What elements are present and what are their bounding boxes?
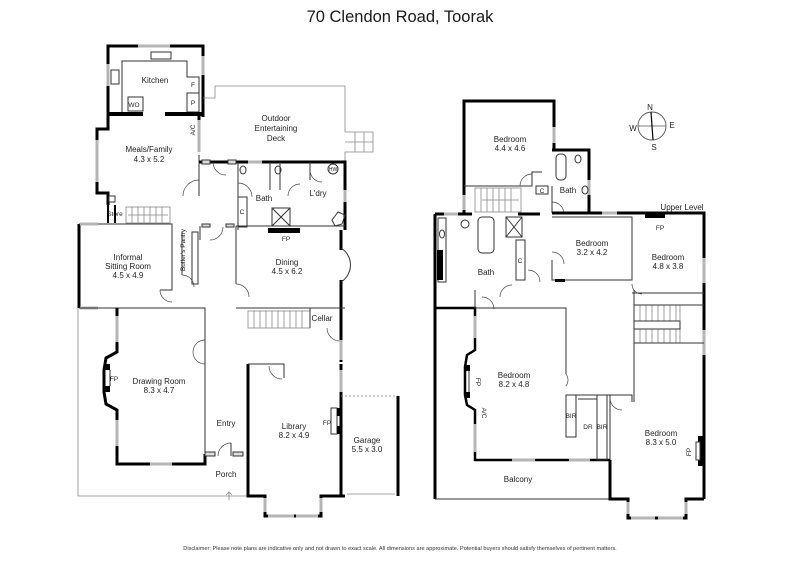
library-label: Library xyxy=(282,422,306,431)
aircon-label: A/C xyxy=(190,124,197,135)
upper-cupboard-label-2: C xyxy=(518,258,523,265)
cupboard-label: C xyxy=(240,209,245,216)
deck-label-3: Deck xyxy=(267,134,286,143)
upper-bath-1-label: Bath xyxy=(560,186,576,195)
bedroom-3-dims: 4.8 x 3.8 xyxy=(653,262,684,271)
upper-bath-2-label: Bath xyxy=(478,268,494,277)
informal-dims: 4.5 x 4.9 xyxy=(113,271,144,280)
fireplace-label: FP xyxy=(282,236,290,243)
cellar-label: Cellar xyxy=(312,314,333,323)
page-title: 70 Clendon Road, Toorak xyxy=(306,8,494,26)
laundry-label: L'dry xyxy=(309,189,326,198)
deck-label-2: Entertaining xyxy=(255,124,298,133)
compass-west: W xyxy=(629,124,637,133)
bedroom-4-label: Bedroom xyxy=(498,371,531,380)
pantry-label: P xyxy=(191,100,195,107)
bir-label-2: BIR xyxy=(597,424,608,431)
kitchen-label: Kitchen xyxy=(142,76,169,85)
upper-fireplace-label-1: FP xyxy=(474,378,481,386)
meals-family-dims: 4.3 x 5.2 xyxy=(134,155,165,164)
bedroom-2-label: Bedroom xyxy=(576,239,609,248)
library-fireplace-label: FP xyxy=(323,420,331,427)
bedroom-1-dims: 4.4 x 4.6 xyxy=(495,144,526,153)
dining-label: Dining xyxy=(276,258,299,267)
garage-label: Garage xyxy=(354,436,381,445)
compass-east: E xyxy=(669,121,674,130)
ground-floor-plan: HW C FP Store xyxy=(77,44,400,518)
bir-label-1: BIR xyxy=(566,413,577,420)
bedroom-1-label: Bedroom xyxy=(494,135,527,144)
drawing-room-dims: 8.3 x 4.7 xyxy=(144,386,175,395)
bedroom-5-label: Bedroom xyxy=(645,429,678,438)
butlers-pantry-label: Butler's Pantry xyxy=(180,228,187,271)
upper-level-label: Upper Level xyxy=(660,203,703,212)
wall-oven-label: WO xyxy=(128,102,139,109)
compass-north: N xyxy=(647,103,653,112)
bedroom-3-fireplace-label: FP xyxy=(656,225,664,232)
upper-floor-labels: Bedroom 4.4 x 4.6 Bath Bath Bedroom 3.2 … xyxy=(478,135,704,484)
informal-label-1: Informal xyxy=(114,253,143,262)
dressing-room-label: DR xyxy=(583,424,593,431)
disclaimer-text: Disclaimer: Please note plans are indica… xyxy=(183,546,617,552)
deck-label-1: Outdoor xyxy=(262,114,291,123)
drawing-fireplace-label: FP xyxy=(110,376,118,383)
drawing-room-label: Drawing Room xyxy=(133,377,186,386)
ground-bath-label: Bath xyxy=(256,194,272,203)
bedroom-5-dims: 8.3 x 5.0 xyxy=(646,438,677,447)
bedroom-2-dims: 3.2 x 4.2 xyxy=(577,248,608,257)
dining-dims: 4.5 x 6.2 xyxy=(272,267,303,276)
meals-family-label: Meals/Family xyxy=(125,145,172,154)
bedroom-3-label: Bedroom xyxy=(652,253,685,262)
fridge-label: F xyxy=(191,82,195,89)
library-dims: 8.2 x 4.9 xyxy=(279,431,310,440)
hot-water-label: HW xyxy=(329,167,338,173)
informal-label-2: Sitting Room xyxy=(105,262,151,271)
upper-aircon-label: A/C xyxy=(480,408,487,419)
ground-floor-labels: Kitchen WO F P A/C Meals/Family 4.3 x 5.… xyxy=(105,76,383,479)
upper-floor-plan: C C xyxy=(433,99,706,520)
compass-south: S xyxy=(651,143,656,152)
garage-dims: 5.5 x 3.0 xyxy=(352,445,383,454)
compass-icon: N S E W xyxy=(629,103,674,152)
bedroom-4-dims: 8.2 x 4.8 xyxy=(499,380,530,389)
balcony-label: Balcony xyxy=(504,475,532,484)
store-label: Store xyxy=(107,211,123,218)
porch-label: Porch xyxy=(216,470,237,479)
entry-label: Entry xyxy=(217,419,236,428)
upper-cupboard-label-1: C xyxy=(540,188,545,195)
upper-fireplace-label-2: FP xyxy=(686,448,693,456)
